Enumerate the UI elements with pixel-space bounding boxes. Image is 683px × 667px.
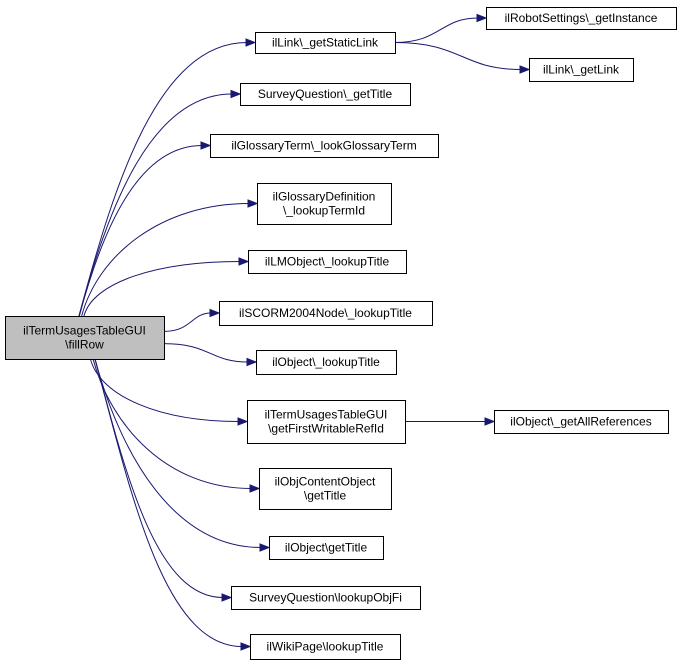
node-getStaticLink[interactable]: ilLink\_getStaticLink [255, 32, 396, 54]
edge-line [78, 42, 248, 317]
node-box [219, 301, 433, 326]
arrow-head-icon [247, 199, 259, 208]
edge-root-to-lookupTermId [81, 199, 259, 317]
arrow-head-icon [519, 65, 531, 74]
arrow-head-icon [484, 417, 496, 426]
node-box [5, 316, 165, 360]
node-box [259, 468, 392, 510]
nodes-layer: ilTermUsagesTableGUI\fillRowilLink\_getS… [5, 7, 677, 660]
node-objGetTitle[interactable]: ilObject\getTitle [269, 536, 384, 560]
node-label: SurveyQuestion\_getTitle [258, 87, 393, 101]
node-box [494, 410, 669, 434]
node-label: ilLMObject\_lookupTitle [265, 255, 390, 269]
node-label: ilObjContentObject [275, 475, 376, 489]
node-box [256, 350, 397, 375]
node-contentGetTitle[interactable]: ilObjContentObject\getTitle [259, 468, 392, 510]
edge-root-to-lookupObjFi [94, 358, 233, 602]
node-label: \_lookupTermId [283, 204, 365, 218]
edge-line [83, 261, 241, 317]
arrow-head-icon [230, 89, 242, 99]
edge-line [94, 358, 243, 647]
node-label: ilGlossaryDefinition [273, 190, 376, 204]
node-box [247, 400, 406, 444]
node-label: SurveyQuestion\lookupObjFi [249, 591, 402, 605]
node-robotSettings[interactable]: ilRobotSettings\_getInstance [486, 7, 677, 30]
node-label: \getFirstWritableRefId [268, 422, 384, 436]
node-objLookupTitle[interactable]: ilObject\_lookupTitle [256, 350, 397, 375]
edge-getStaticLink-to-robotSettings [394, 13, 488, 43]
edge-line [94, 358, 262, 548]
node-box [529, 58, 634, 82]
node-wikiLookupTitle[interactable]: ilWikiPage\lookupTitle [250, 634, 401, 660]
edge-root-to-lookGlossaryTerm [78, 141, 212, 317]
edge-line [94, 358, 224, 598]
node-label: ilGlossaryTerm\_lookGlossaryTerm [231, 139, 416, 153]
edge-line [78, 145, 203, 317]
node-surveyGetTitle[interactable]: SurveyQuestion\_getTitle [240, 83, 411, 106]
node-getLink[interactable]: ilLink\_getLink [529, 58, 634, 82]
edge-root-to-scormLookupTitle [163, 308, 221, 332]
node-scormLookupTitle[interactable]: ilSCORM2004Node\_lookupTitle [219, 301, 433, 326]
node-label: ilObject\getTitle [285, 541, 368, 555]
arrow-head-icon [259, 543, 271, 552]
node-box [210, 134, 439, 158]
edge-line [394, 42, 522, 70]
edge-firstWritable-to-getAllRefs [405, 417, 496, 426]
node-lookupTermId[interactable]: ilGlossaryDefinition\_lookupTermId [257, 183, 392, 225]
node-label: ilWikiPage\lookupTitle [267, 640, 384, 654]
arrow-head-icon [200, 141, 212, 150]
edge-root-to-getStaticLink [78, 38, 257, 317]
arrow-head-icon [240, 642, 252, 651]
node-label: ilTermUsagesTableGUI [23, 324, 146, 338]
edge-root-to-surveyGetTitle [78, 89, 242, 317]
edge-line [81, 203, 250, 317]
edge-root-to-objLookupTitle [163, 343, 258, 367]
node-label: ilLink\_getLink [543, 63, 620, 77]
node-firstWritable[interactable]: ilTermUsagesTableGUI\getFirstWritableRef… [247, 400, 406, 444]
node-root[interactable]: ilTermUsagesTableGUI\fillRow [5, 316, 165, 360]
node-label: ilObject\_getAllReferences [510, 415, 651, 429]
node-box [231, 586, 421, 610]
node-label: \fillRow [65, 338, 104, 352]
node-lmLookupTitle[interactable]: ilLMObject\_lookupTitle [248, 250, 407, 274]
node-box [269, 536, 384, 560]
edge-getStaticLink-to-getLink [394, 42, 531, 74]
edge-root-to-lmLookupTitle [83, 257, 250, 317]
arrow-head-icon [245, 38, 257, 47]
arrow-head-icon [209, 308, 221, 318]
edge-line [163, 312, 212, 332]
node-label: ilObject\_lookupTitle [272, 355, 380, 369]
node-box [255, 32, 396, 54]
edge-line [394, 17, 479, 43]
node-getAllRefs[interactable]: ilObject\_getAllReferences [494, 410, 669, 434]
node-lookGlossaryTerm[interactable]: ilGlossaryTerm\_lookGlossaryTerm [210, 134, 439, 158]
node-label: ilLink\_getStaticLink [272, 36, 379, 50]
arrow-head-icon [238, 257, 250, 266]
edge-root-to-firstWritable [89, 358, 249, 426]
node-box [257, 183, 392, 225]
edge-line [163, 343, 249, 363]
node-box [486, 7, 677, 30]
arrow-head-icon [246, 357, 258, 367]
node-lookupObjFi[interactable]: SurveyQuestion\lookupObjFi [231, 586, 421, 610]
node-box [250, 634, 401, 660]
node-label: ilTermUsagesTableGUI [265, 408, 388, 422]
arrow-head-icon [249, 484, 261, 493]
edges-layer [78, 13, 531, 651]
edge-line [89, 358, 240, 422]
node-label: ilSCORM2004Node\_lookupTitle [239, 306, 412, 320]
arrow-head-icon [237, 417, 249, 426]
edge-root-to-wikiLookupTitle [94, 358, 252, 651]
edge-root-to-objGetTitle [94, 358, 271, 552]
node-box [248, 250, 407, 274]
node-label: ilRobotSettings\_getInstance [505, 11, 658, 25]
node-box [240, 83, 411, 106]
edge-line [78, 93, 233, 317]
node-label: \getTitle [304, 489, 347, 503]
arrow-head-icon [476, 13, 488, 23]
arrow-head-icon [221, 593, 233, 602]
